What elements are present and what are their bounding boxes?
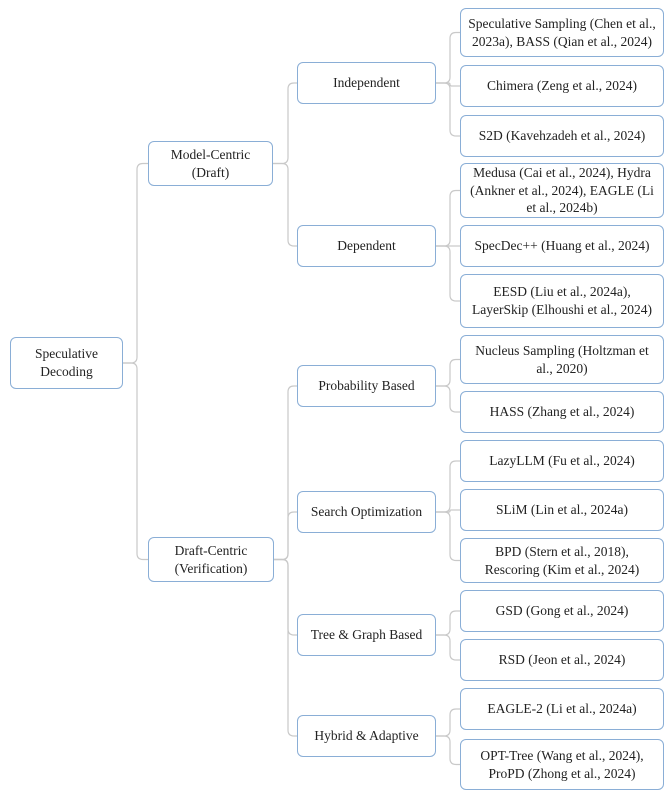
edge-root-node-speculative-decoding-to-category-node-model-centric (123, 162, 148, 364)
leaf-node-specdec: SpecDec++ (Huang et al., 2024) (460, 225, 664, 267)
edge-sub-node-tree-graph-based-to-leaf-node-rsd (436, 634, 460, 661)
edge-sub-node-search-optimization-to-leaf-node-bpd (436, 511, 460, 562)
leaf-node-speculative-sampling: Speculative Sampling (Chen et al., 2023a… (460, 8, 664, 57)
leaf-node-s2d: S2D (Kavehzadeh et al., 2024) (460, 115, 664, 157)
sub-node-independent: Independent (297, 62, 436, 104)
edge-sub-node-probability-based-to-leaf-node-nucleus-sampling (436, 358, 460, 387)
category-node-model-centric: Model-Centric (Draft) (148, 141, 273, 186)
edge-category-node-draft-centric-to-sub-node-probability-based (274, 385, 297, 561)
sub-node-tree-graph-based: Tree & Graph Based (297, 614, 436, 656)
edge-category-node-model-centric-to-sub-node-dependent (273, 162, 297, 247)
edge-sub-node-search-optimization-to-leaf-node-lazyllm (436, 460, 460, 513)
leaf-node-gsd: GSD (Gong et al., 2024) (460, 590, 664, 632)
sub-node-hybrid-adaptive: Hybrid & Adaptive (297, 715, 436, 757)
edge-root-node-speculative-decoding-to-category-node-draft-centric (123, 362, 148, 561)
edge-category-node-draft-centric-to-sub-node-tree-graph-based (274, 558, 297, 636)
leaf-node-medusa: Medusa (Cai et al., 2024), Hydra (Ankner… (460, 163, 664, 218)
edge-sub-node-hybrid-adaptive-to-leaf-node-opt-tree (436, 735, 460, 766)
sub-node-search-optimization: Search Optimization (297, 491, 436, 533)
edge-category-node-model-centric-to-sub-node-independent (273, 82, 297, 165)
category-node-draft-centric: Draft-Centric (Verification) (148, 537, 274, 582)
leaf-node-nucleus-sampling: Nucleus Sampling (Holtzman et al., 2020) (460, 335, 664, 384)
edge-sub-node-independent-to-leaf-node-s2d (436, 82, 460, 137)
leaf-node-chimera: Chimera (Zeng et al., 2024) (460, 65, 664, 107)
edge-sub-node-dependent-to-leaf-node-eesd (436, 245, 460, 302)
edge-category-node-draft-centric-to-sub-node-hybrid-adaptive (274, 558, 297, 737)
leaf-node-rsd: RSD (Jeon et al., 2024) (460, 639, 664, 681)
leaf-node-hass: HASS (Zhang et al., 2024) (460, 391, 664, 433)
root-node-speculative-decoding: Speculative Decoding (10, 337, 123, 389)
edge-category-node-draft-centric-to-sub-node-search-optimization (274, 511, 297, 561)
leaf-node-bpd: BPD (Stern et al., 2018), Rescoring (Kim… (460, 538, 664, 583)
edge-sub-node-dependent-to-leaf-node-medusa (436, 189, 460, 247)
leaf-node-eagle-2: EAGLE-2 (Li et al., 2024a) (460, 688, 664, 730)
sub-node-probability-based: Probability Based (297, 365, 436, 407)
edge-sub-node-independent-to-leaf-node-chimera (436, 82, 460, 87)
leaf-node-lazyllm: LazyLLM (Fu et al., 2024) (460, 440, 664, 482)
leaf-node-eesd: EESD (Liu et al., 2024a), LayerSkip (Elh… (460, 274, 664, 328)
sub-node-dependent: Dependent (297, 225, 436, 267)
leaf-node-opt-tree: OPT-Tree (Wang et al., 2024), ProPD (Zho… (460, 739, 664, 790)
edge-sub-node-tree-graph-based-to-leaf-node-gsd (436, 610, 460, 636)
edge-sub-node-search-optimization-to-leaf-node-slim (436, 509, 460, 513)
edge-sub-node-probability-based-to-leaf-node-hass (436, 385, 460, 413)
edge-sub-node-independent-to-leaf-node-speculative-sampling (436, 31, 460, 84)
leaf-node-slim: SLiM (Lin et al., 2024a) (460, 489, 664, 531)
edge-sub-node-hybrid-adaptive-to-leaf-node-eagle-2 (436, 708, 460, 737)
